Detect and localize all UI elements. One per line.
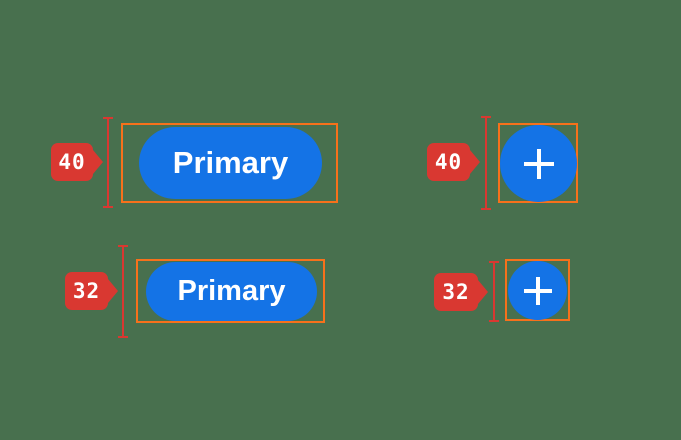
plus-icon	[524, 149, 554, 179]
button-label: Primary	[172, 145, 289, 180]
measurement-line	[489, 261, 499, 322]
selection-box	[498, 123, 578, 203]
measurement-line	[481, 116, 491, 210]
primary-button-32[interactable]: Primary	[146, 262, 317, 321]
measurement-line	[118, 245, 128, 338]
measurement-tag: 40	[427, 143, 470, 181]
icon-button-40[interactable]	[500, 125, 577, 202]
measurement-tag: 32	[434, 273, 478, 311]
measurement-tag: 40	[51, 143, 93, 181]
selection-box	[121, 123, 338, 203]
measurement-value: 40	[58, 150, 86, 174]
measurement-value: 32	[442, 280, 470, 304]
measurement-tag: 32	[65, 272, 108, 310]
selection-box	[136, 259, 325, 323]
primary-button-40[interactable]: Primary	[139, 127, 322, 199]
selection-box	[505, 259, 570, 321]
button-label: Primary	[177, 275, 286, 307]
measurement-line	[103, 117, 113, 208]
plus-icon	[524, 277, 552, 305]
measurement-value: 40	[434, 150, 463, 174]
measurement-value: 32	[72, 279, 101, 303]
icon-button-32[interactable]	[508, 261, 567, 320]
